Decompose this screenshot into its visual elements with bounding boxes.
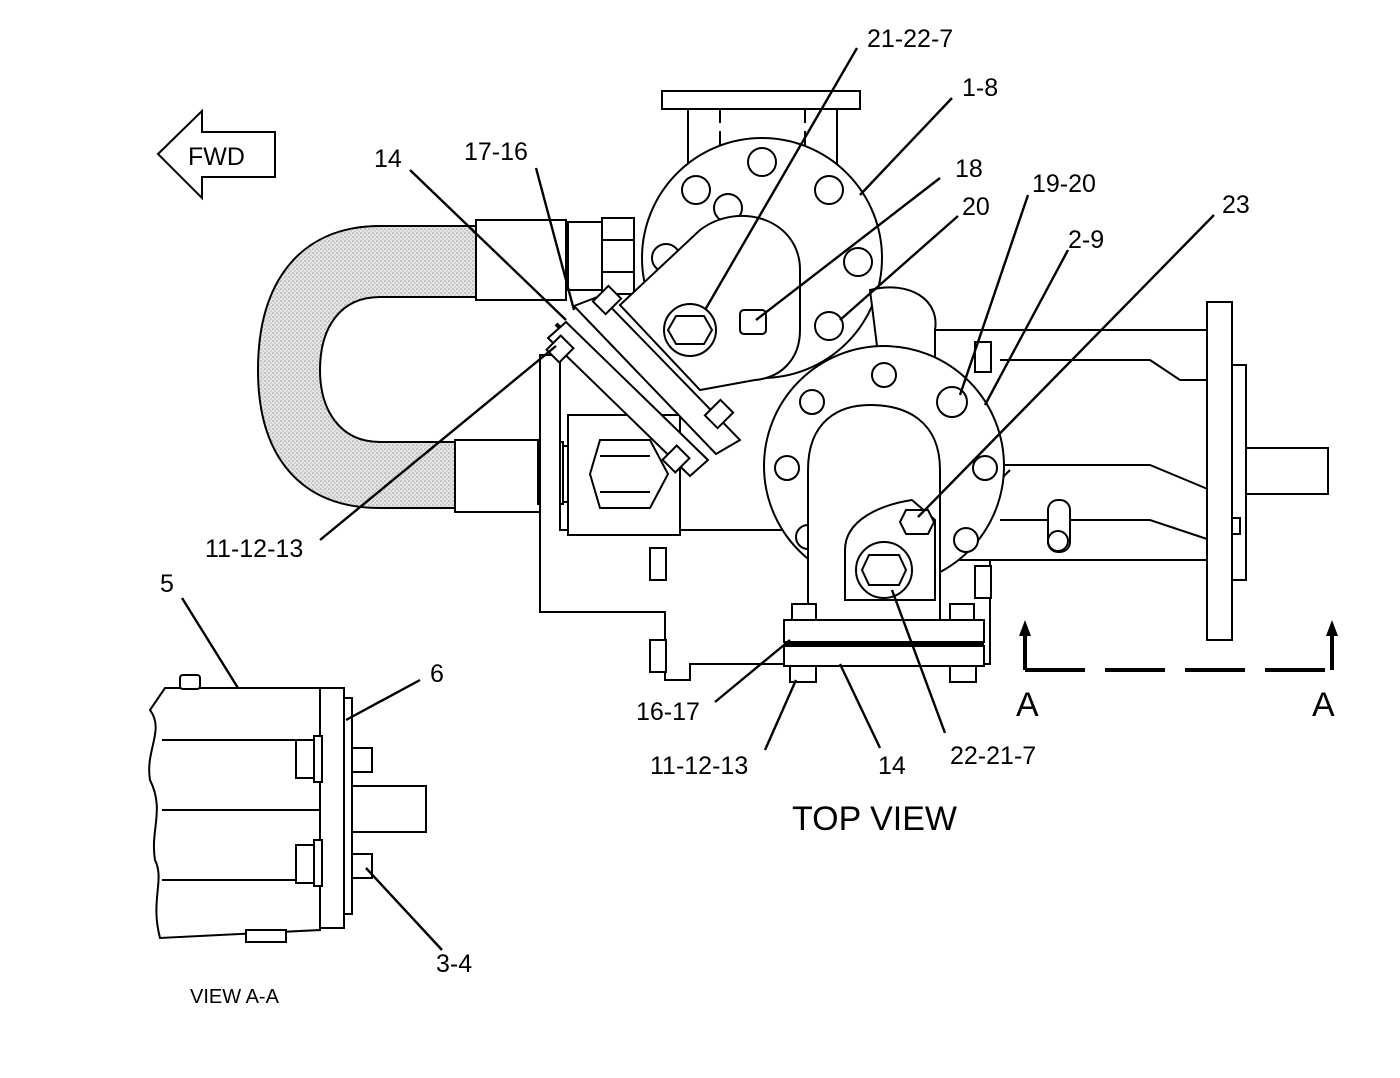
callout-labels: 21-22-7 1-8 14 17-16 18 20 19-20 2-9 23 … [160,25,1250,978]
output-flange [1047,301,1329,641]
angled-clamp [545,284,742,478]
hose-end-fitting-lower [454,439,546,513]
callout-14-bottom: 14 [878,752,906,780]
fwd-label: FWD [188,143,245,171]
callout-17-16: 17-16 [464,138,528,166]
callout-16-17: 16-17 [636,698,700,726]
callout-20: 20 [962,193,990,221]
section-marker: A A [1016,620,1338,724]
view-a-a-detail: VIEW A-A [148,674,427,1008]
fwd-arrow-icon: FWD [156,108,276,201]
hose-nut [588,439,670,509]
section-marker-left: A [1016,686,1039,724]
callout-21-22-7: 21-22-7 [867,25,953,53]
hose-end-fitting-upper [475,219,567,301]
leader-lines [180,47,1215,951]
lower-flange [763,345,1005,621]
callout-1-8: 1-8 [962,74,998,102]
callout-23: 23 [1222,191,1250,219]
view-a-a-title: VIEW A-A [190,986,280,1008]
callout-2-9: 2-9 [1068,226,1104,254]
callout-11-12-13-left: 11-12-13 [205,535,303,563]
callout-18: 18 [955,155,983,183]
bottom-clamp [649,341,992,683]
callout-6: 6 [430,660,444,688]
section-marker-right: A [1312,686,1335,724]
callout-3-4: 3-4 [436,950,472,978]
callout-22-21-7: 22-21-7 [950,742,1036,770]
top-view-title: TOP VIEW [792,800,957,838]
callout-19-20: 19-20 [1032,170,1096,198]
callout-11-12-13-bottom: 11-12-13 [650,752,748,780]
callout-5: 5 [160,570,174,598]
callout-14-top: 14 [374,145,402,173]
